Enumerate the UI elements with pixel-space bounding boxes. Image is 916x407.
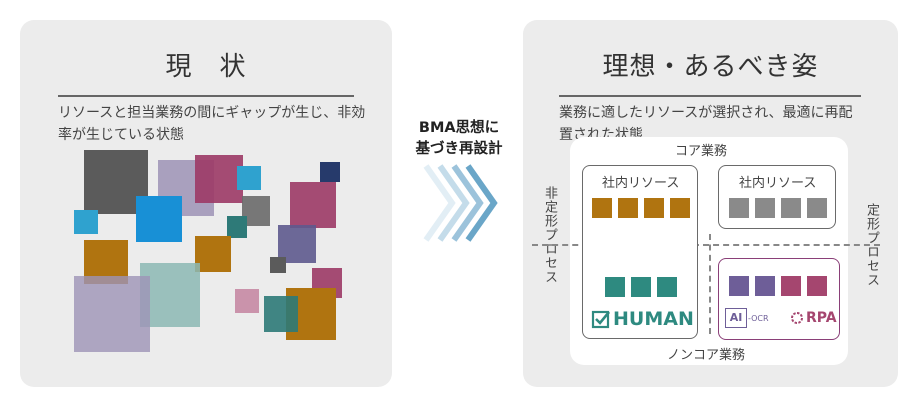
internal-resource-box-gray	[718, 165, 836, 229]
internal-resource-label: 社内リソース	[602, 176, 680, 191]
rpa-label-group: RPA	[789, 310, 837, 326]
ai-chip-icon: AI	[725, 308, 747, 328]
resource-chip-magenta	[807, 276, 827, 296]
square-blue	[136, 196, 182, 242]
resource-chip-gray	[807, 198, 827, 218]
square-magenta	[195, 155, 243, 203]
ai-label: AI	[729, 311, 743, 324]
current-state-description: リソースと担当業務の間にギャップが生じ、非効 率が生じている状態	[58, 102, 378, 146]
digital-resource-box	[718, 258, 840, 340]
resource-chip-teal	[657, 277, 677, 297]
square-pale-teal	[140, 263, 200, 327]
square-purple	[278, 225, 316, 263]
title-divider	[58, 95, 354, 97]
square-magenta-large	[290, 182, 336, 228]
resource-chip-teal	[605, 277, 625, 297]
gear-icon	[791, 312, 803, 324]
resource-chip-teal	[631, 277, 651, 297]
resource-chip-orange	[592, 198, 612, 218]
redesign-label: BMA思想に 基づき再設計	[404, 118, 514, 160]
unstructured-process-label: 非定形プロセス	[542, 186, 557, 284]
square-orange	[195, 236, 231, 272]
redesign-label-line: 基づき再設計	[415, 141, 503, 157]
resource-chip-gray	[781, 198, 801, 218]
core-divider-line	[709, 234, 711, 334]
resource-chip-orange	[644, 198, 664, 218]
description-line: 業務に適したリソースが選択され、最適に再配	[559, 105, 853, 121]
human-label: HUMAN	[613, 308, 694, 330]
square-teal-small	[227, 216, 247, 238]
resource-chip-orange	[670, 198, 690, 218]
current-state-title: 現 状	[165, 52, 247, 82]
square-pink	[235, 289, 259, 313]
square-light-blue	[237, 166, 261, 190]
resource-chip-orange	[618, 198, 638, 218]
ai-ocr-label-group: AI -OCR	[725, 308, 769, 328]
process-divider-line	[532, 244, 880, 246]
ocr-label: -OCR	[748, 313, 769, 323]
noncore-business-label: ノンコア業務	[667, 348, 746, 363]
resource-chip-purple	[729, 276, 749, 296]
human-label-group: HUMAN	[591, 308, 694, 330]
redesign-label-line: BMA思想に	[418, 120, 500, 136]
rpa-label: RPA	[806, 310, 837, 326]
internal-resource-box-human	[582, 165, 698, 339]
square-navy	[320, 162, 340, 182]
check-box-icon	[591, 310, 611, 329]
description-line: リソースと担当業務の間にギャップが生じ、非効	[58, 105, 366, 121]
chevron-arrow-icon	[423, 164, 498, 242]
ideal-state-title: 理想・あるべき姿	[602, 52, 819, 82]
square-light-blue-small	[74, 210, 98, 234]
resource-chip-gray	[755, 198, 775, 218]
resource-chip-magenta	[781, 276, 801, 296]
internal-resource-label: 社内リソース	[739, 176, 817, 191]
description-line: 率が生じている状態	[58, 127, 184, 143]
resource-chip-purple	[755, 276, 775, 296]
core-business-label: コア業務	[675, 144, 728, 159]
resource-chip-gray	[729, 198, 749, 218]
square-lavender-large	[74, 276, 150, 352]
square-dark-gray-small	[270, 257, 286, 273]
title-divider	[559, 95, 861, 97]
square-teal	[264, 296, 298, 332]
